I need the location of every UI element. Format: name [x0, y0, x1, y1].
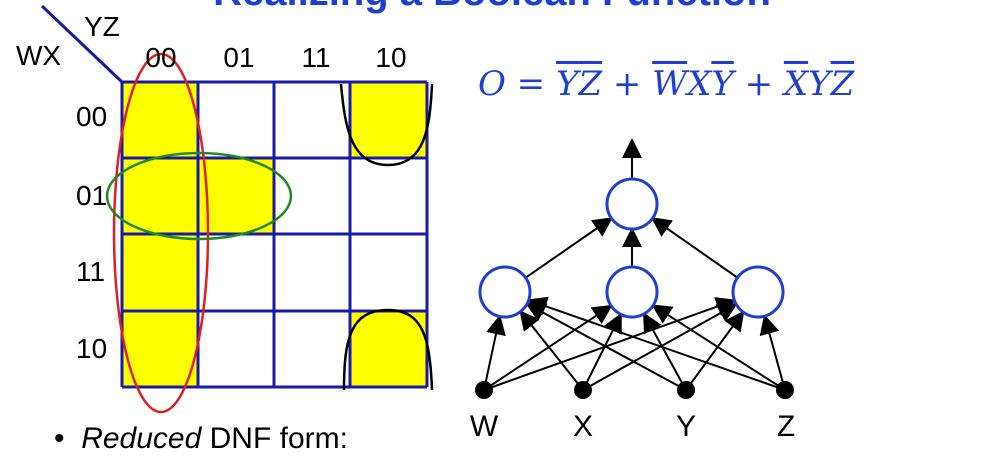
kmap-cell-filled — [350, 311, 427, 387]
kmap-cell-filled — [198, 158, 274, 234]
formula-term-part: Y — [555, 64, 579, 104]
network-edge — [651, 304, 786, 391]
kmap-cell-filled — [122, 158, 198, 234]
input-node — [475, 381, 493, 399]
network-edge — [483, 304, 613, 391]
network-edge — [759, 314, 786, 391]
formula-term-part: Y — [808, 64, 831, 104]
hidden-node — [731, 265, 785, 319]
neural-network — [475, 138, 794, 399]
network-edge — [483, 314, 506, 391]
kmap-col-label: 01 — [223, 42, 255, 73]
page-title: Realizing a Boolean Function — [0, 0, 984, 16]
bullet-item: • Reduced DNF form: — [54, 422, 348, 455]
kmap-row-variable: WX — [16, 40, 62, 71]
formula-term-part: Z — [578, 64, 603, 104]
formula-term-part: X — [783, 64, 809, 104]
formula-lhs: O — [478, 64, 506, 104]
kmap-row-label: 10 — [76, 333, 108, 364]
kmap-cell-filled — [122, 234, 198, 311]
input-label-y: Y — [675, 410, 696, 443]
output-node — [605, 177, 659, 231]
kmap-group-pair — [105, 151, 293, 241]
input-label-w: W — [469, 410, 499, 443]
kmap-col-variable: YZ — [84, 11, 120, 42]
kmap-header-diagonal — [40, 4, 124, 84]
kmap-cell-filled — [122, 311, 198, 387]
formula-term-part: Z — [830, 64, 855, 104]
boolean-formula: O = YZ + WXY + XYZ — [478, 64, 855, 104]
formula-term-part: W — [652, 64, 688, 104]
input-node — [574, 381, 592, 399]
kmap-group-corner-top — [339, 83, 434, 167]
input-label-x: X — [572, 410, 593, 443]
network-edge — [685, 310, 745, 391]
formula-term-part: X — [687, 64, 712, 104]
diagram-canvas — [40, 4, 794, 414]
kmap-row-label: 01 — [76, 180, 108, 211]
formula-term-part: Y — [711, 64, 734, 104]
kmap-group-corner-bottom — [342, 308, 434, 391]
network-edge — [519, 309, 584, 391]
kmap-row-label: 11 — [76, 256, 106, 287]
input-node — [776, 381, 794, 399]
input-node — [677, 381, 695, 399]
network-edge — [582, 312, 622, 391]
kmap-group-column — [112, 52, 210, 414]
network-edge — [525, 302, 687, 391]
network-edge — [483, 297, 737, 391]
bullet-text: DNF form: — [201, 422, 348, 455]
kmap-cell-filled — [122, 82, 198, 158]
kmap-col-label: 11 — [301, 42, 331, 73]
kmap-col-label: 10 — [375, 42, 407, 73]
kmap-row-label: 00 — [76, 101, 108, 132]
bullet-italic: Reduced — [81, 422, 202, 455]
input-label-z: Z — [776, 410, 796, 443]
network-edge — [526, 296, 786, 391]
kmap-col-label: 00 — [145, 42, 177, 73]
kmap-cell-filled — [350, 82, 427, 158]
hidden-node — [605, 265, 659, 319]
hidden-node — [478, 265, 532, 319]
karnaugh-map — [40, 4, 434, 414]
network-edge — [582, 303, 738, 391]
network-edge — [643, 312, 687, 391]
